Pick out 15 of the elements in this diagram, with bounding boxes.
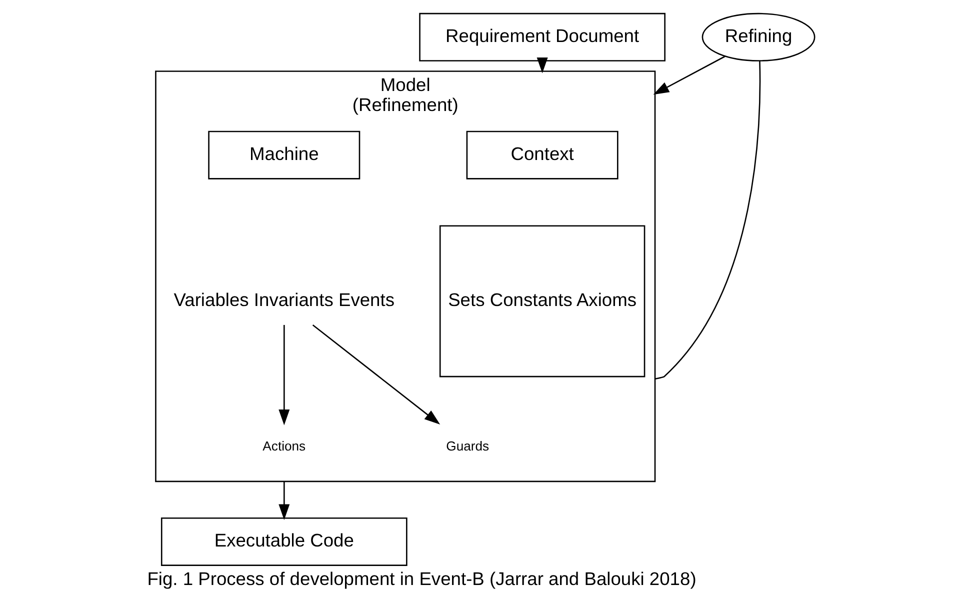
caption: Fig. 1 Process of development in Event-B (Jarrar and Balouki 2018) [147,568,696,590]
node-text: Variables Invariants Events [174,289,395,310]
connector [654,61,761,380]
arrow [278,324,290,426]
node-text: Guards [446,438,490,454]
arrow [312,324,440,425]
arrow [278,481,290,520]
node-box: Executable Code [160,517,408,566]
arrow [536,57,548,74]
node-box: Sets Constants Axioms [439,225,646,378]
node-box: Context [466,130,618,180]
node-text: Actions [262,438,306,454]
node-box: Machine [208,130,360,180]
node-ellipse: Refining [702,12,816,62]
arrow [653,56,726,95]
